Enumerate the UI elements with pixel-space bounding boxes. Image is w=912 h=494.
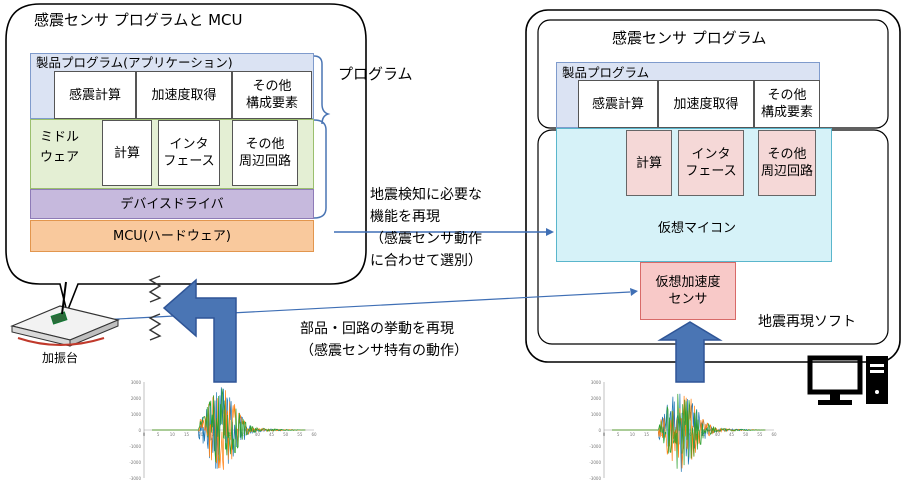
behavior-text: 部品・回路の挙動を再現 （感震センサ特有の動作） <box>300 321 468 359</box>
left-middle-item-1: インタ フェース <box>158 120 220 186</box>
vmcu-item-2: その他 周辺回路 <box>758 130 816 196</box>
right-panel-title: 感震センサ プログラム <box>612 29 767 47</box>
program-bracket-top <box>313 55 331 125</box>
left-middle-item-2: その他 周辺回路 <box>232 120 298 186</box>
reproduce-arrowhead <box>546 228 554 236</box>
sensor-arrowhead <box>630 288 638 296</box>
left-app-item-0: 感震計算 <box>54 71 136 119</box>
vsensor-box: 仮想加速度 センサ <box>640 262 736 320</box>
vmcu-item-1: インタ フェース <box>678 130 744 196</box>
right-app-item-1: 加速度取得 <box>658 80 754 128</box>
mcu-layer-left: MCU(ハードウェア) <box>30 220 314 252</box>
vmcu-item-0: 計算 <box>626 130 672 196</box>
driver-layer-left: デバイスドライバ <box>30 189 314 219</box>
left-app-item-2: その他 構成要素 <box>232 71 312 119</box>
right-app-item-2: その他 構成要素 <box>754 80 820 128</box>
program-label: プログラム <box>338 65 413 83</box>
left-app-item-1: 加速度取得 <box>136 71 232 119</box>
vmcu-label: 仮想マイコン <box>658 221 737 236</box>
software-label: 地震再現ソフト <box>758 314 856 330</box>
app-layer-left-label: 製品プログラム(アプリケーション) <box>36 55 233 70</box>
app-layer-right-label: 製品プログラム <box>562 65 650 80</box>
left-panel-title: 感震センサ プログラムと MCU <box>34 11 243 29</box>
reproduce-text: 地震検知に必要な 機能を再現 （感震センサ動作 に合わせて選別） <box>370 187 482 269</box>
middleware-label: ミドル ウェア <box>40 130 80 165</box>
right-app-item-0: 感震計算 <box>578 80 658 128</box>
left-middle-item-0: 計算 <box>102 120 152 186</box>
program-bracket-bottom <box>313 119 327 219</box>
shaker-label: 加振台 <box>42 351 79 365</box>
